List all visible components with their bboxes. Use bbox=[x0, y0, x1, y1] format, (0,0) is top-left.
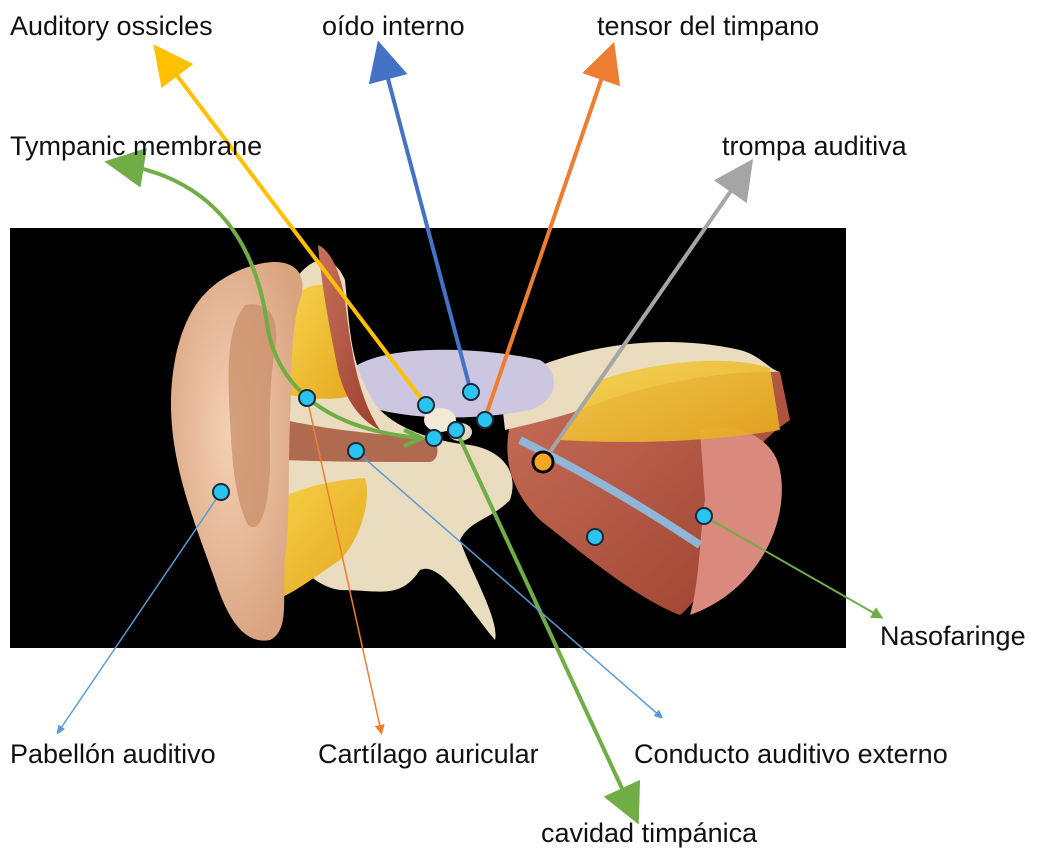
marker-auditory-ossicles bbox=[418, 397, 434, 413]
marker-pabellon-auditivo bbox=[213, 484, 229, 500]
label-auditory-ossicles: Auditory ossicles bbox=[10, 10, 213, 42]
marker-nasofaringe bbox=[696, 508, 712, 524]
label-nasofaringe: Nasofaringe bbox=[880, 620, 1026, 652]
label-conducto-auditivo-externo: Conducto auditivo externo bbox=[634, 738, 948, 770]
marker-oido-interno bbox=[463, 384, 479, 400]
label-tympanic-membrane: Tympanic membrane bbox=[10, 130, 262, 162]
label-tensor-del-timpano: tensor del timpano bbox=[597, 10, 819, 42]
marker-cavidad-timpanica bbox=[448, 422, 464, 438]
label-pabellon-auditivo: Pabellón auditivo bbox=[10, 738, 216, 770]
label-oido-interno: oído interno bbox=[322, 10, 465, 42]
marker-tympanic-membrane bbox=[426, 430, 442, 446]
marker-tensor-del-timpano bbox=[477, 412, 493, 428]
marker-muscle bbox=[587, 529, 603, 545]
inner-ear-shape bbox=[349, 350, 554, 418]
label-cavidad-timpanica: cavidad timpánica bbox=[541, 817, 757, 849]
marker-trompa-auditiva bbox=[533, 452, 553, 472]
marker-cartilago-auricular bbox=[299, 390, 315, 406]
marker-conducto-auditivo-externo bbox=[348, 443, 364, 459]
label-cartilago-auricular: Cartílago auricular bbox=[318, 738, 539, 770]
label-trompa-auditiva: trompa auditiva bbox=[722, 130, 907, 162]
